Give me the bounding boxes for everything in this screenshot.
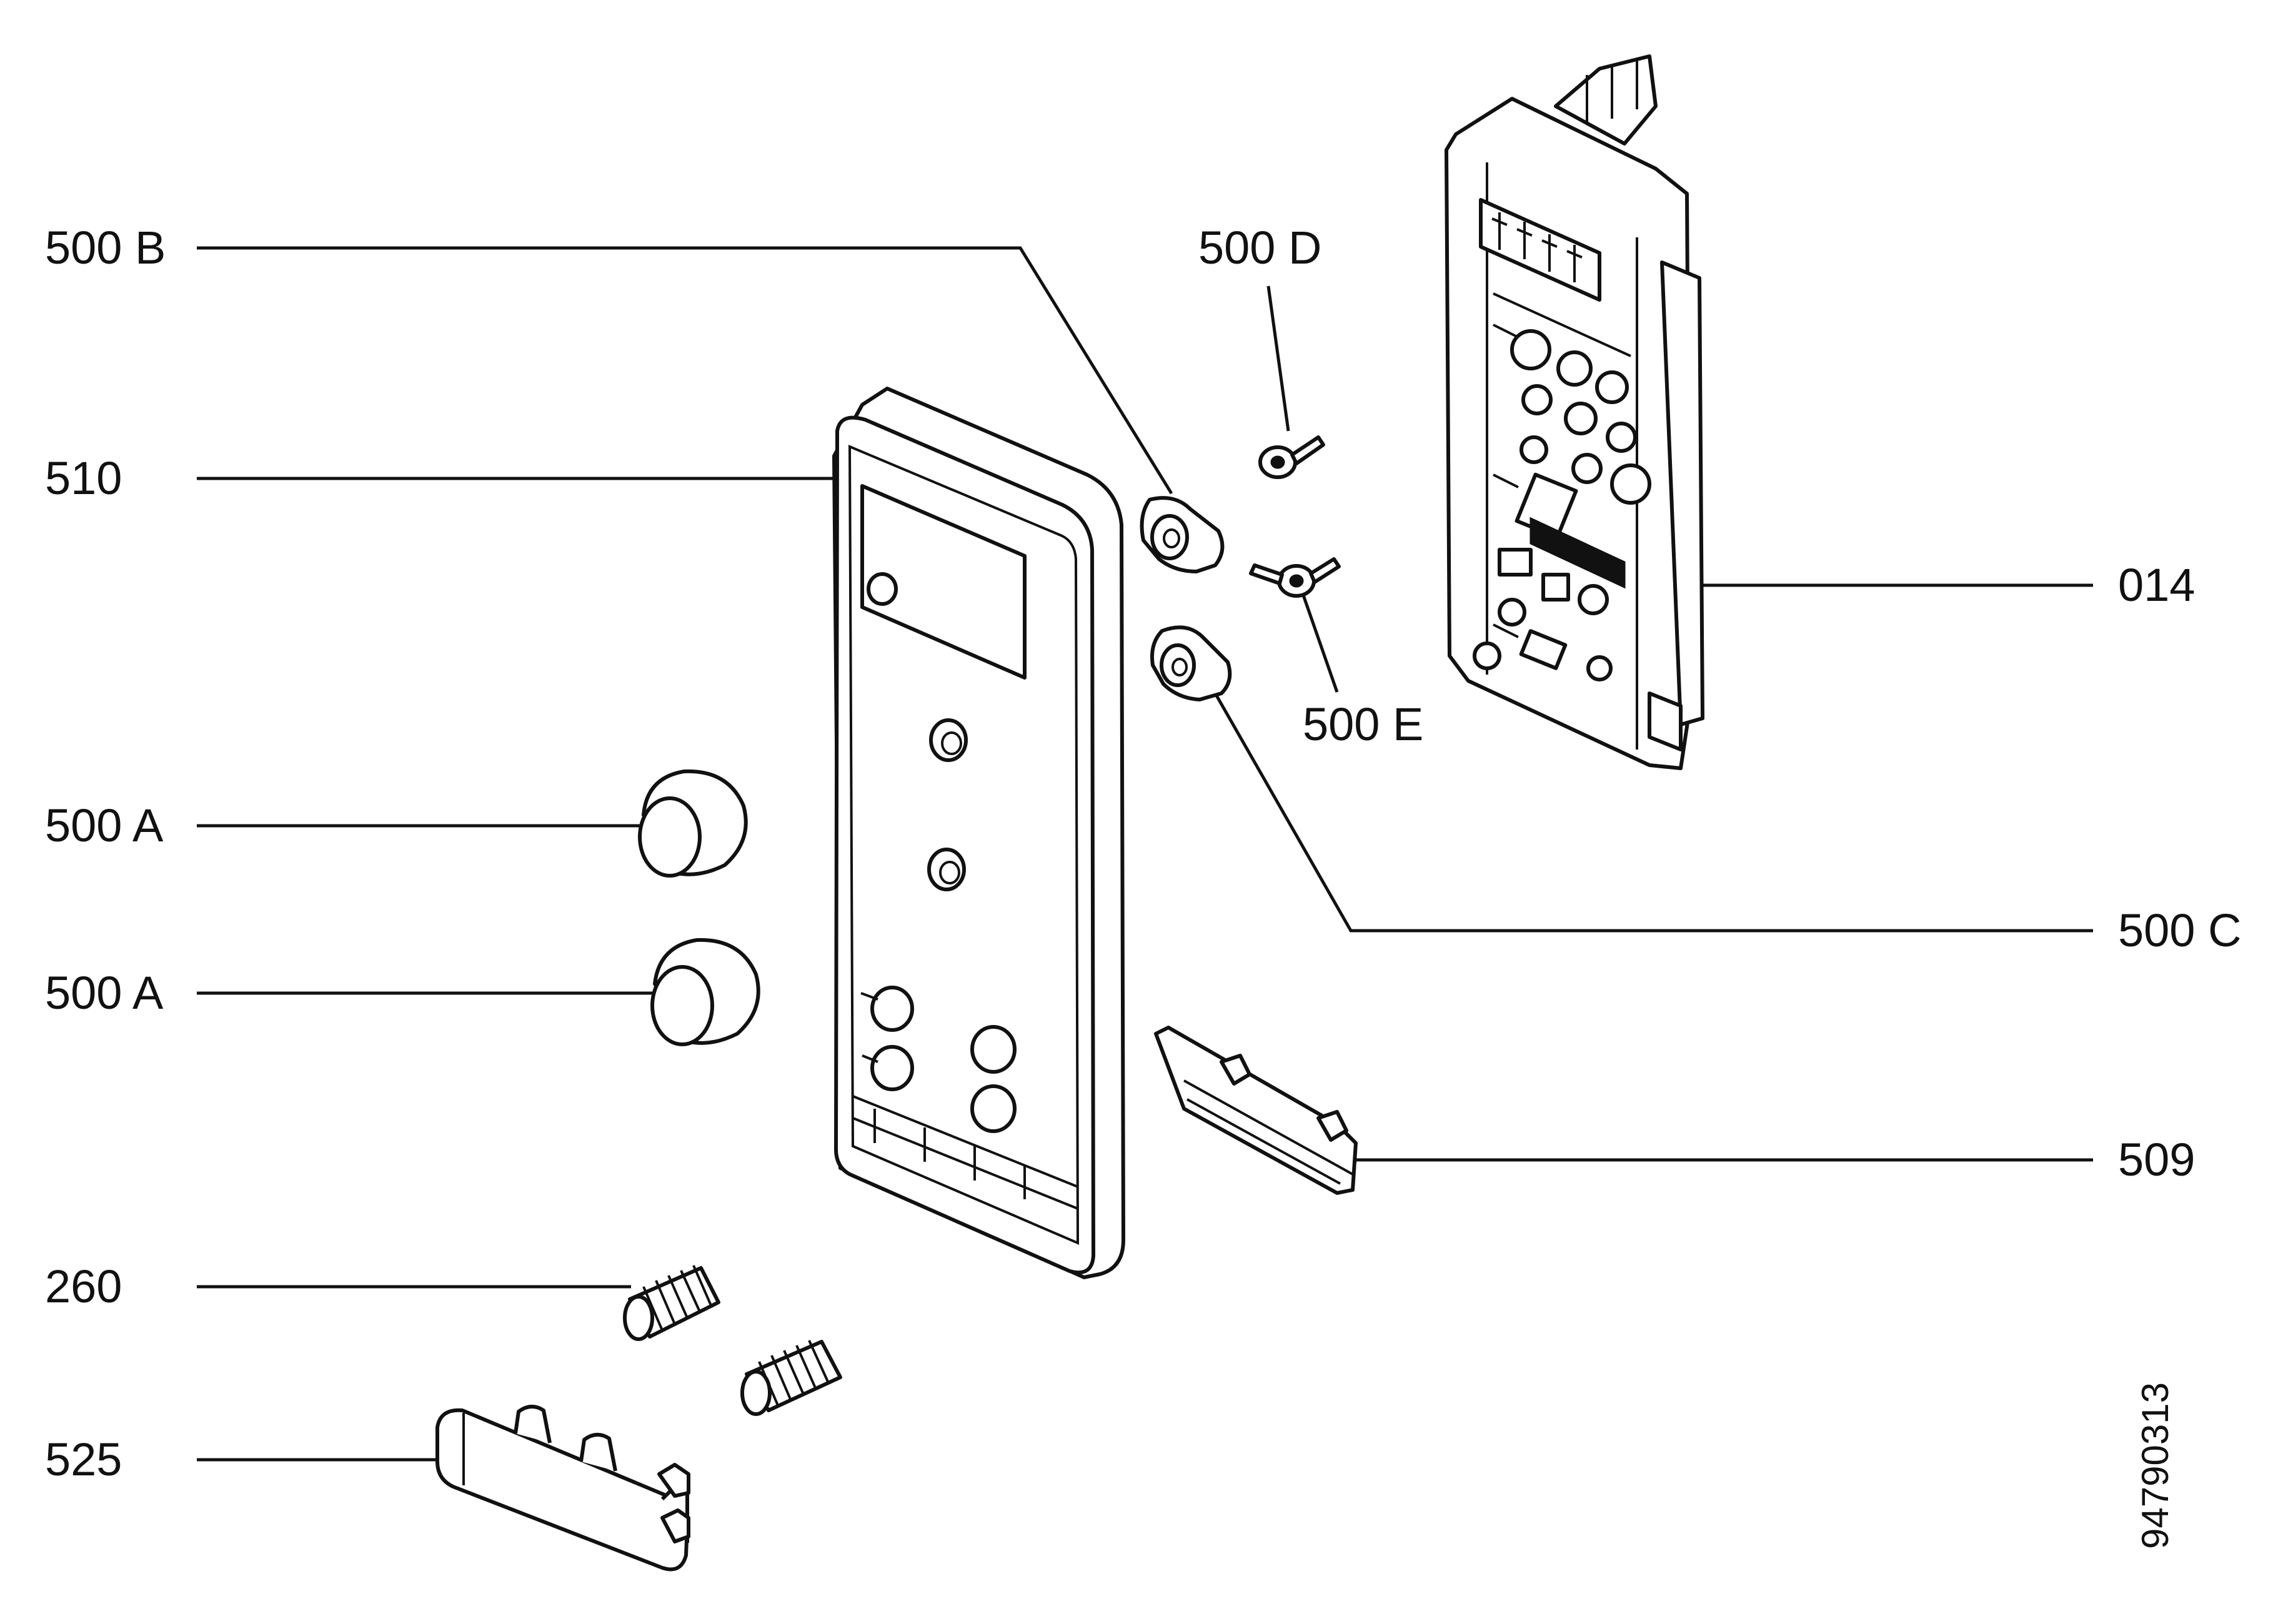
leader-500c [1213, 692, 2093, 933]
label-014: 014 [2118, 559, 2195, 611]
screw-500d [1258, 435, 1325, 479]
label-500e: 500 E [1303, 698, 1423, 750]
leader-lines [197, 246, 2093, 1462]
knob-500a-lower [650, 938, 760, 1046]
leader-500b [197, 246, 1173, 495]
label-500a-upper: 500 A [45, 800, 164, 851]
label-500d: 500 D [1198, 222, 1321, 274]
label-500a-lower: 500 A [45, 967, 164, 1019]
part-labels: 500 B 510 500 A 500 A 260 525 500 D 500 … [45, 222, 2241, 1549]
label-500c: 500 C [2118, 904, 2241, 956]
knob-500a-upper [638, 769, 748, 878]
pcb-014 [1445, 54, 1704, 770]
button-bar-525 [435, 1405, 690, 1572]
drawing-number: 94790313 [2134, 1382, 2176, 1549]
label-260: 260 [45, 1260, 122, 1312]
label-500b: 500 B [45, 222, 166, 274]
slider-509 [1154, 1026, 1358, 1195]
encoder-500b [1140, 496, 1225, 573]
label-509: 509 [2118, 1134, 2195, 1186]
leader-500d [1266, 285, 1290, 432]
encoder-500c [1150, 625, 1232, 701]
label-510: 510 [45, 452, 122, 504]
leader-500e [1301, 593, 1339, 693]
label-525: 525 [45, 1433, 122, 1485]
spring-260-upper [623, 1265, 720, 1341]
control-panel-frame-510 [832, 387, 1125, 1279]
spring-260-lower [740, 1340, 842, 1416]
screw-500e [1249, 557, 1341, 598]
